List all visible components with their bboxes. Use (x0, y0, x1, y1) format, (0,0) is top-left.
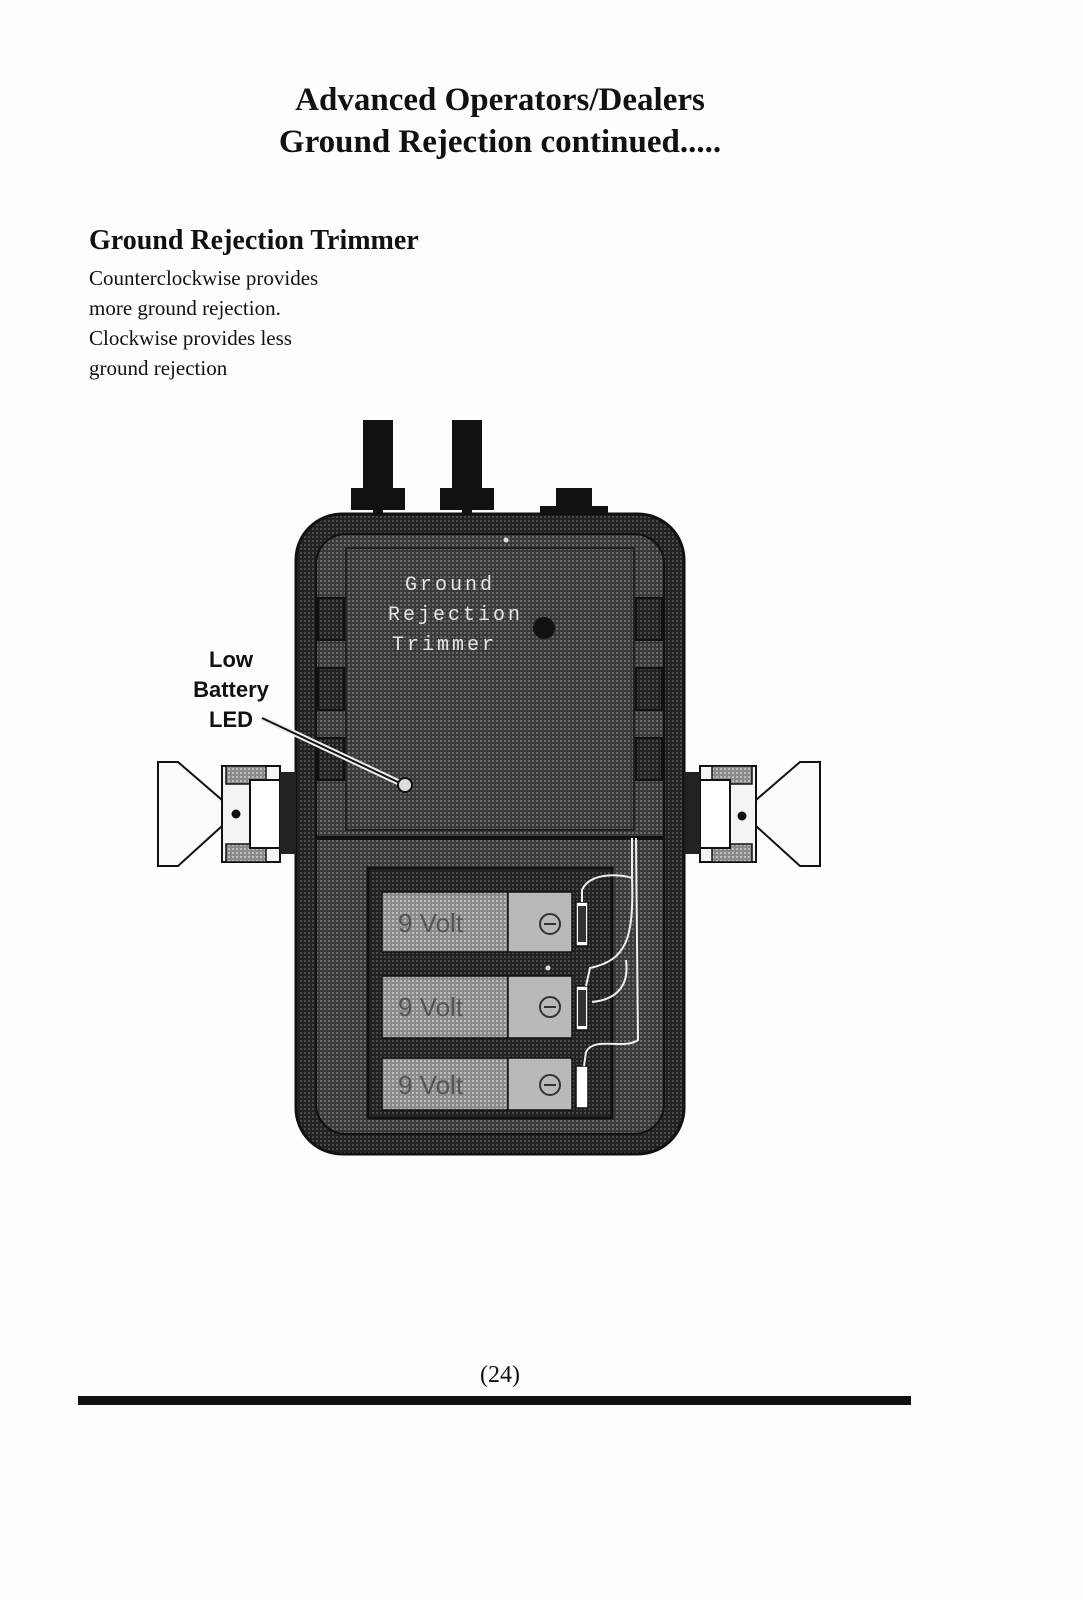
battery-label: 9 Volt (398, 1070, 464, 1100)
trimmer-label-line: Rejection (388, 604, 523, 627)
led-label-line: LED (209, 707, 253, 732)
description-line: Counterclockwise provides (89, 266, 319, 290)
battery-wiring (581, 837, 640, 1067)
trimmer-label: Ground Rejection Trimmer (388, 574, 523, 657)
battery-label: 9 Volt (398, 908, 464, 938)
battery-label: 9 Volt (398, 992, 464, 1022)
page-number: (24) (480, 1362, 520, 1388)
page-title-line-1: Advanced Operators/Dealers (295, 82, 705, 118)
control-knob-left (351, 420, 405, 520)
description-line: more ground rejection. (89, 296, 281, 320)
battery-1: 9 Volt (381, 891, 589, 953)
battery-3: 9 Volt (381, 1057, 589, 1111)
coil-connector-right (684, 761, 821, 867)
low-battery-led (397, 777, 413, 793)
led-label-line: Low (209, 647, 253, 672)
section-heading: Ground Rejection Trimmer (89, 225, 419, 256)
section-description: Counterclockwise provides more ground re… (89, 263, 409, 383)
battery-2: 9 Volt (381, 975, 589, 1039)
detector-control-box-diagram: Ground Rejection Trimmer 9 Volt (157, 420, 821, 1156)
trimmer-label-line: Trimmer (392, 634, 497, 657)
led-label-line: Battery (193, 677, 269, 702)
trimmer-label-line: Ground (405, 574, 495, 597)
ground-rejection-trimmer-knob (533, 617, 555, 639)
page-title-line-2: Ground Rejection continued..... (278, 124, 722, 160)
low-battery-led-label: Low Battery LED (185, 645, 277, 735)
description-line: Clockwise provides less (89, 326, 292, 350)
coil-connector-left (157, 761, 296, 867)
control-knob-right (440, 420, 494, 520)
footer-rule (78, 1396, 911, 1405)
description-line: ground rejection (89, 356, 228, 380)
